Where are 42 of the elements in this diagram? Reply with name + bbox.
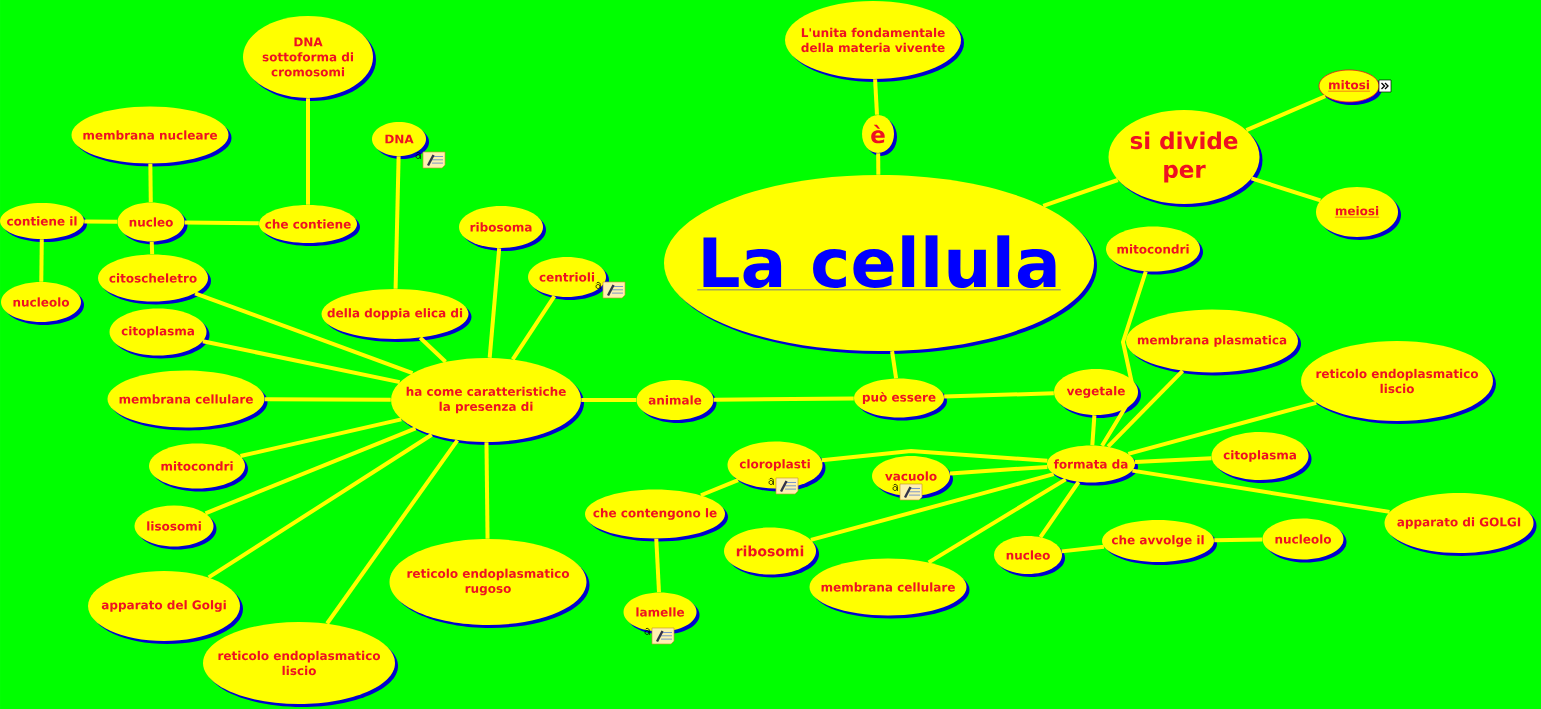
- connector-line: [700, 478, 739, 498]
- connector-line: [264, 397, 391, 402]
- connector-line: [1106, 369, 1185, 449]
- connector-line: [148, 163, 153, 203]
- connector-line: [240, 417, 402, 458]
- connector-line: [487, 248, 502, 358]
- connector-line: [654, 538, 661, 593]
- connector-line: [1100, 270, 1148, 447]
- connector-line: [207, 433, 433, 580]
- connector-line: [1090, 415, 1097, 446]
- connector-line: [876, 153, 881, 175]
- connector-line: [1042, 178, 1119, 208]
- connector-line: [149, 241, 155, 255]
- connector-line: [944, 391, 1054, 399]
- connector-line: [418, 336, 447, 364]
- connector-line: [484, 442, 490, 539]
- connector-line: [184, 220, 259, 226]
- connector-line: [1038, 480, 1081, 539]
- connector-line: [821, 449, 1048, 463]
- connector-line: [1250, 176, 1321, 203]
- connector-line: [927, 477, 1067, 565]
- connector-line: [581, 398, 637, 402]
- connector-line: [194, 291, 414, 375]
- connector-line: [202, 339, 401, 385]
- connector-line: [890, 350, 899, 379]
- connector-line: [1061, 544, 1105, 554]
- connector-line: [1134, 456, 1212, 464]
- connector-line: [1245, 94, 1327, 132]
- connector-line: [204, 426, 417, 516]
- connector-line: [306, 98, 310, 205]
- connector-line: [325, 439, 459, 625]
- connector-line: [84, 219, 118, 224]
- connector-line: [511, 295, 557, 361]
- connector-line: [1127, 400, 1317, 456]
- connector-line: [1214, 537, 1263, 543]
- connector-line: [713, 396, 854, 402]
- connector-line: [1132, 468, 1390, 514]
- connector-line: [873, 79, 879, 115]
- connector-line: [810, 472, 1055, 542]
- connector-line: [39, 239, 44, 282]
- connector-line: [949, 464, 1048, 476]
- connector-line: [393, 156, 401, 289]
